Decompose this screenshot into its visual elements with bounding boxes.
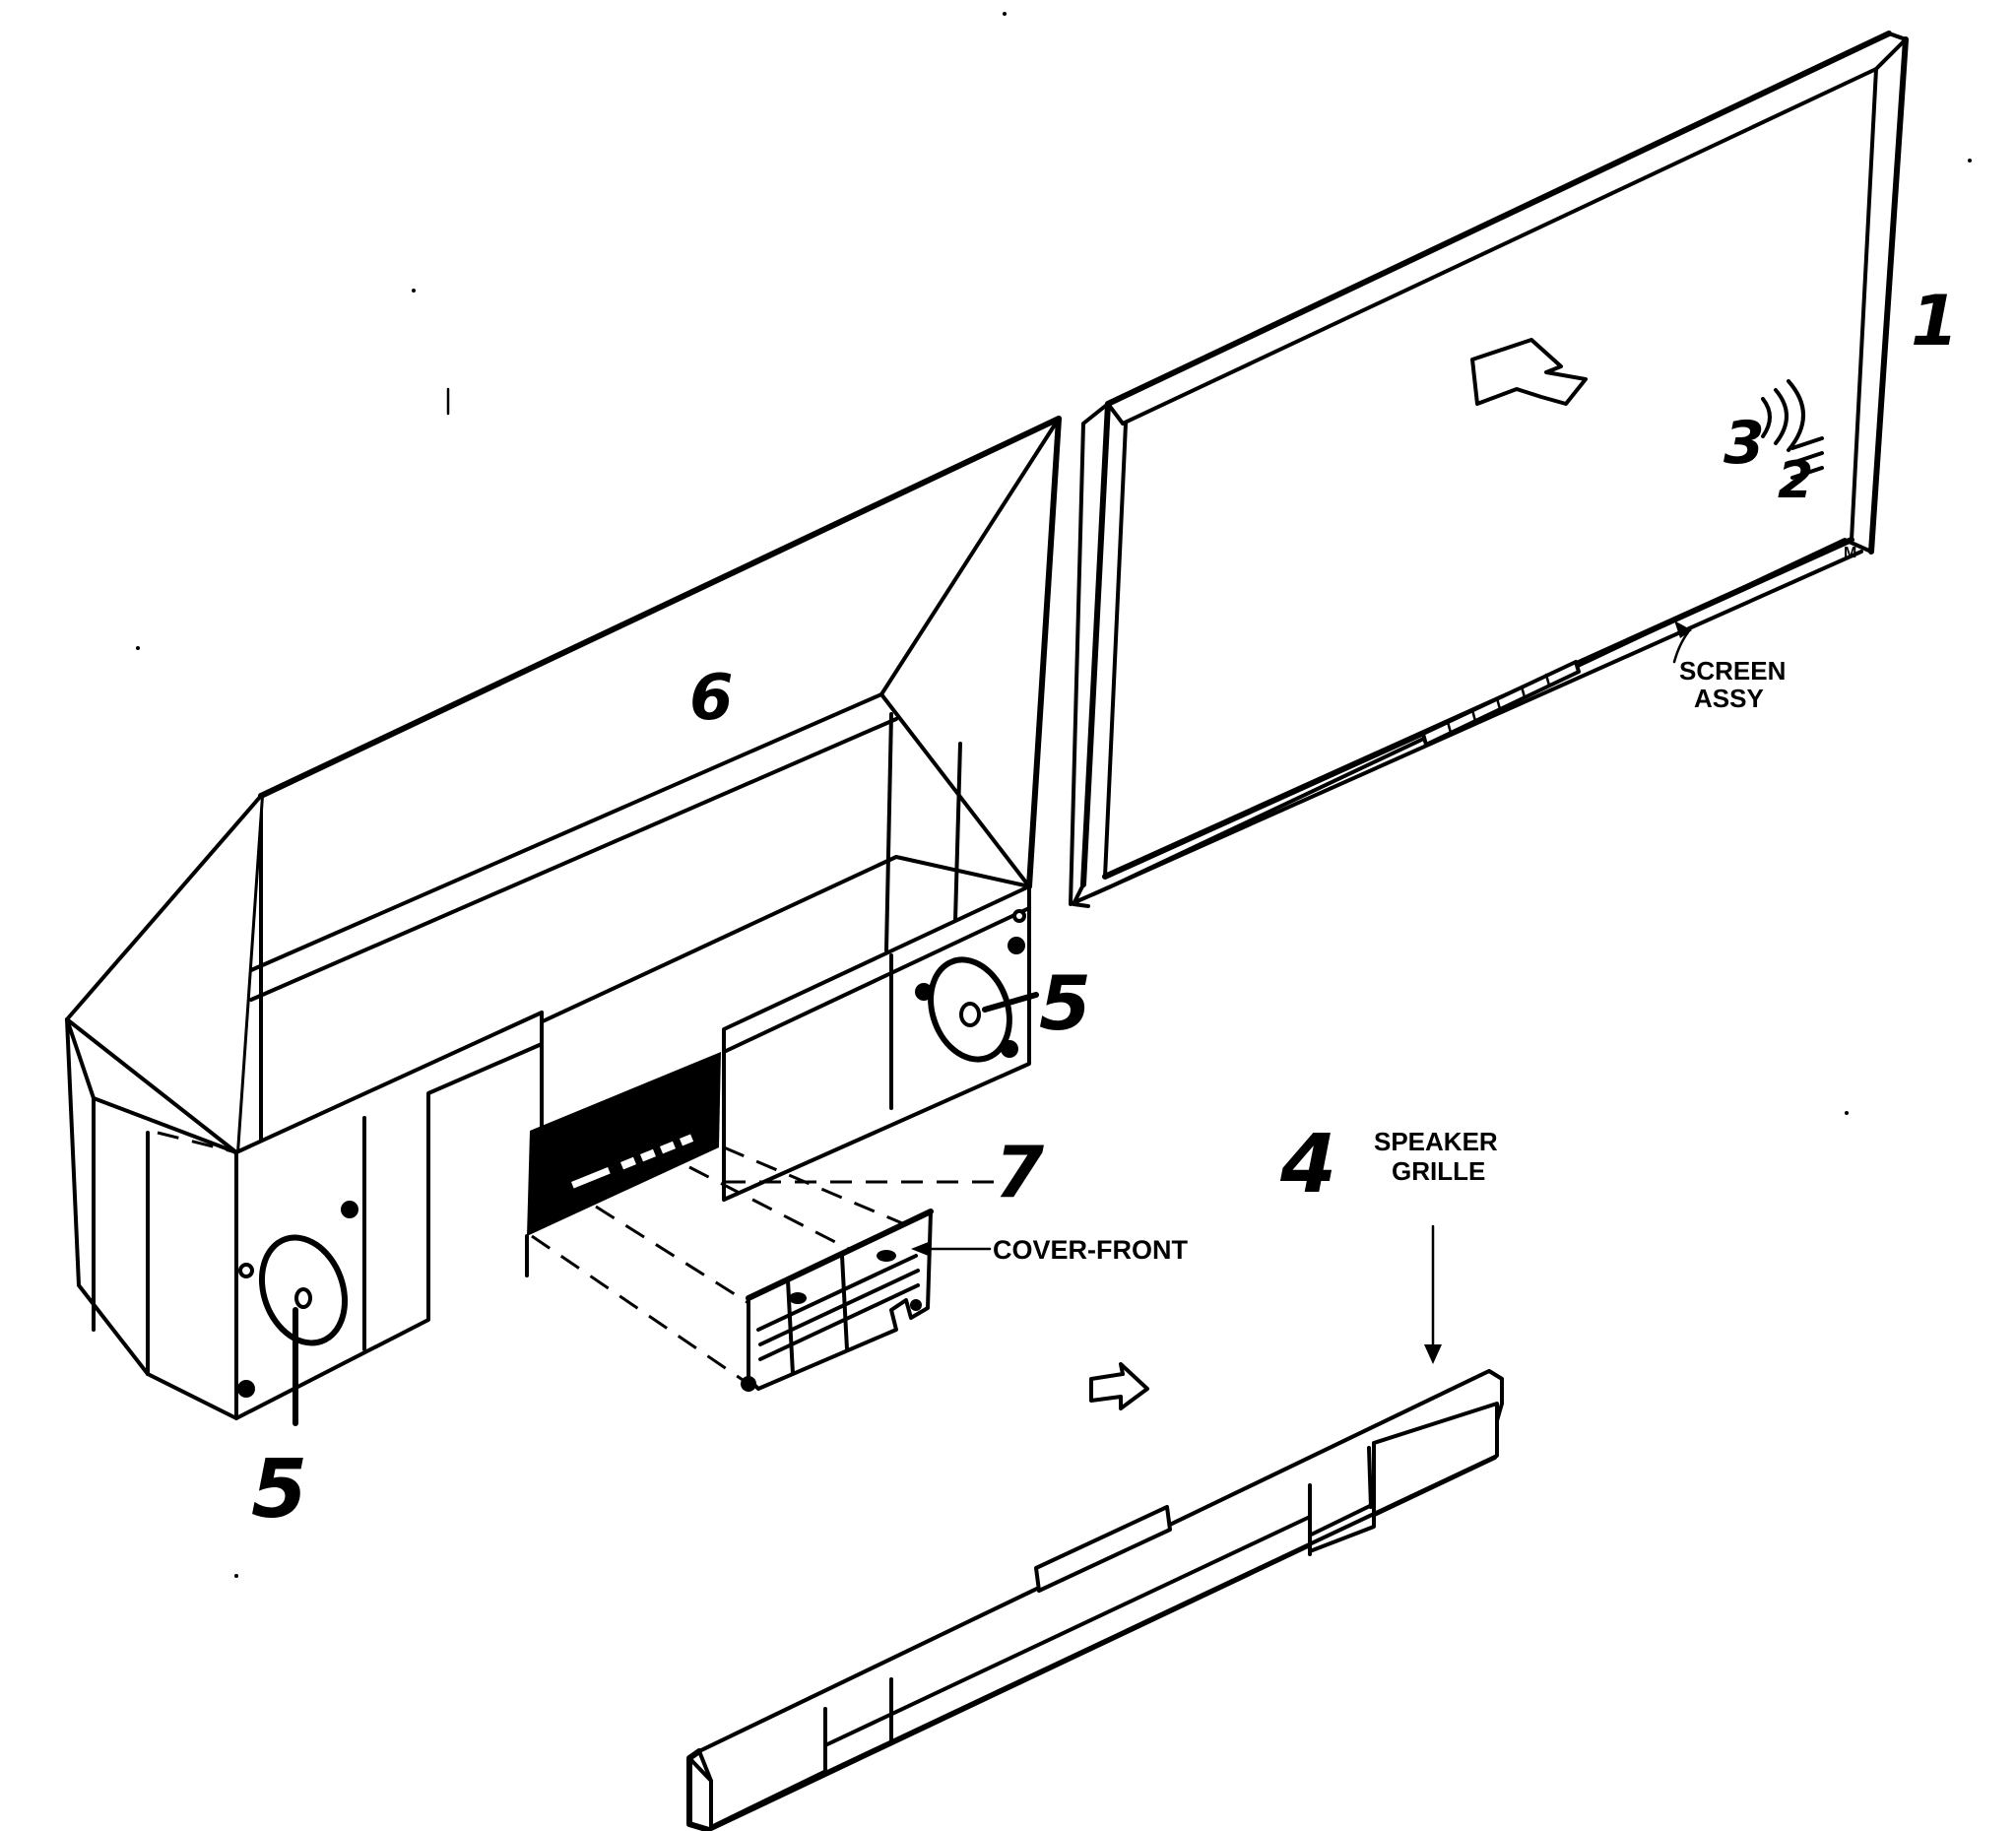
label-cover-front: COVER-FRONT <box>993 1235 1188 1265</box>
callout-2: 2 <box>1778 451 1813 510</box>
callout-4: 4 <box>1279 1118 1336 1211</box>
callout-5-left: 5 <box>251 1443 307 1537</box>
screen-assembly: M <box>1069 31 1909 908</box>
sound-wave-icon <box>1761 379 1805 452</box>
callout-6: 6 <box>689 662 734 735</box>
callout-5-right: 5 <box>1039 959 1091 1047</box>
lines-icon <box>1790 436 1824 480</box>
label-screen-assy-2: ASSY <box>1694 684 1764 713</box>
speaker-grille <box>686 1224 1504 1831</box>
scan-specks <box>136 12 1972 1578</box>
cabinet <box>65 416 1062 1426</box>
label-speaker-grille: SPEAKER <box>1374 1127 1498 1156</box>
label-speaker-grille-2: GRILLE <box>1392 1156 1485 1186</box>
speaker-left <box>237 1201 358 1426</box>
svg-text:M: M <box>1844 545 1856 561</box>
arrow-right-icon <box>1470 338 1588 406</box>
speaker-right <box>915 909 1039 1063</box>
label-screen-assy: SCREEN <box>1679 656 1786 686</box>
callout-1: 1 <box>1911 281 1959 361</box>
rear-jack-panel <box>527 1052 721 1236</box>
arrow-right-icon <box>1089 1362 1149 1410</box>
callout-7: 7 <box>995 1131 1044 1213</box>
screen-bottom-strip <box>1421 660 1581 747</box>
cover-front <box>531 1145 995 1392</box>
callout-3: 3 <box>1723 409 1765 478</box>
